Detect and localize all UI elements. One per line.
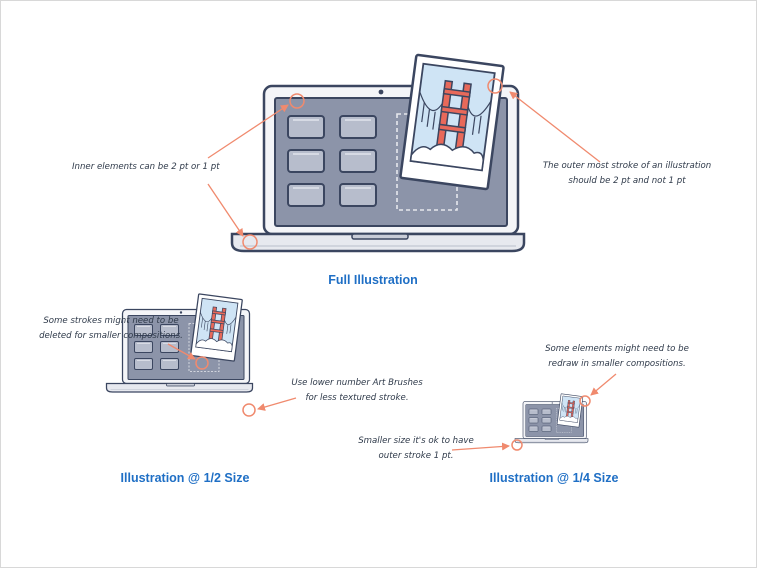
note-inner-elements-text: Inner elements can be 2 pt or 1 pt bbox=[72, 162, 220, 172]
quarter-laptop-illustration bbox=[514, 393, 589, 444]
callout-circle-outer bbox=[487, 78, 503, 94]
note-redraw: Some elements might need to be redraw in… bbox=[541, 342, 693, 372]
caption-half-size: Illustration @ 1/2 Size bbox=[120, 471, 250, 485]
callout-circle-base bbox=[242, 234, 258, 250]
note-art-brushes-line1: Use lower number Art Brushes bbox=[291, 378, 423, 388]
note-delete-strokes-line1: Some strokes might need to be bbox=[43, 316, 179, 326]
arrow-art-brushes bbox=[257, 397, 297, 411]
callout-circle-half-edge bbox=[242, 403, 256, 417]
note-redraw-line2: redraw in smaller compositions. bbox=[548, 359, 686, 369]
note-art-brushes: Use lower number Art Brushes for less te… bbox=[282, 376, 432, 406]
note-art-brushes-line2: for less textured stroke. bbox=[305, 393, 409, 403]
arrow-base-stroke bbox=[207, 183, 244, 237]
callout-circle-quarter-base bbox=[511, 439, 523, 451]
callout-circle-inner bbox=[289, 93, 305, 109]
callout-circle-quarter-card bbox=[579, 395, 591, 407]
note-outer-stroke-line2: should be 2 pt and not 1 pt bbox=[568, 176, 686, 186]
arrow-inner-elements bbox=[207, 104, 289, 159]
arrow-outer-stroke bbox=[509, 91, 601, 163]
note-redraw-line1: Some elements might need to be bbox=[545, 344, 689, 354]
callout-circle-half-card bbox=[195, 356, 209, 370]
note-delete-strokes: Some strokes might need to be deleted fo… bbox=[36, 314, 186, 344]
arrow-delete-strokes bbox=[167, 343, 196, 360]
caption-quarter-size: Illustration @ 1/4 Size bbox=[489, 471, 619, 485]
note-smaller-size: Smaller size it's ok to have outer strok… bbox=[340, 434, 492, 464]
note-smaller-size-line2: outer stroke 1 pt. bbox=[378, 451, 454, 461]
note-outer-stroke: The outer most stroke of an illustration… bbox=[542, 159, 712, 189]
note-smaller-size-line1: Smaller size it's ok to have bbox=[358, 436, 474, 446]
note-delete-strokes-line2: deleted for smaller compositions. bbox=[39, 331, 183, 341]
note-inner-elements: Inner elements can be 2 pt or 1 pt bbox=[72, 160, 220, 175]
full-laptop-illustration bbox=[230, 53, 526, 253]
arrow-smaller-size bbox=[451, 442, 510, 451]
caption-full-illustration: Full Illustration bbox=[328, 273, 418, 287]
arrow-redraw bbox=[590, 373, 617, 396]
note-outer-stroke-line1: The outer most stroke of an illustration bbox=[542, 161, 712, 171]
